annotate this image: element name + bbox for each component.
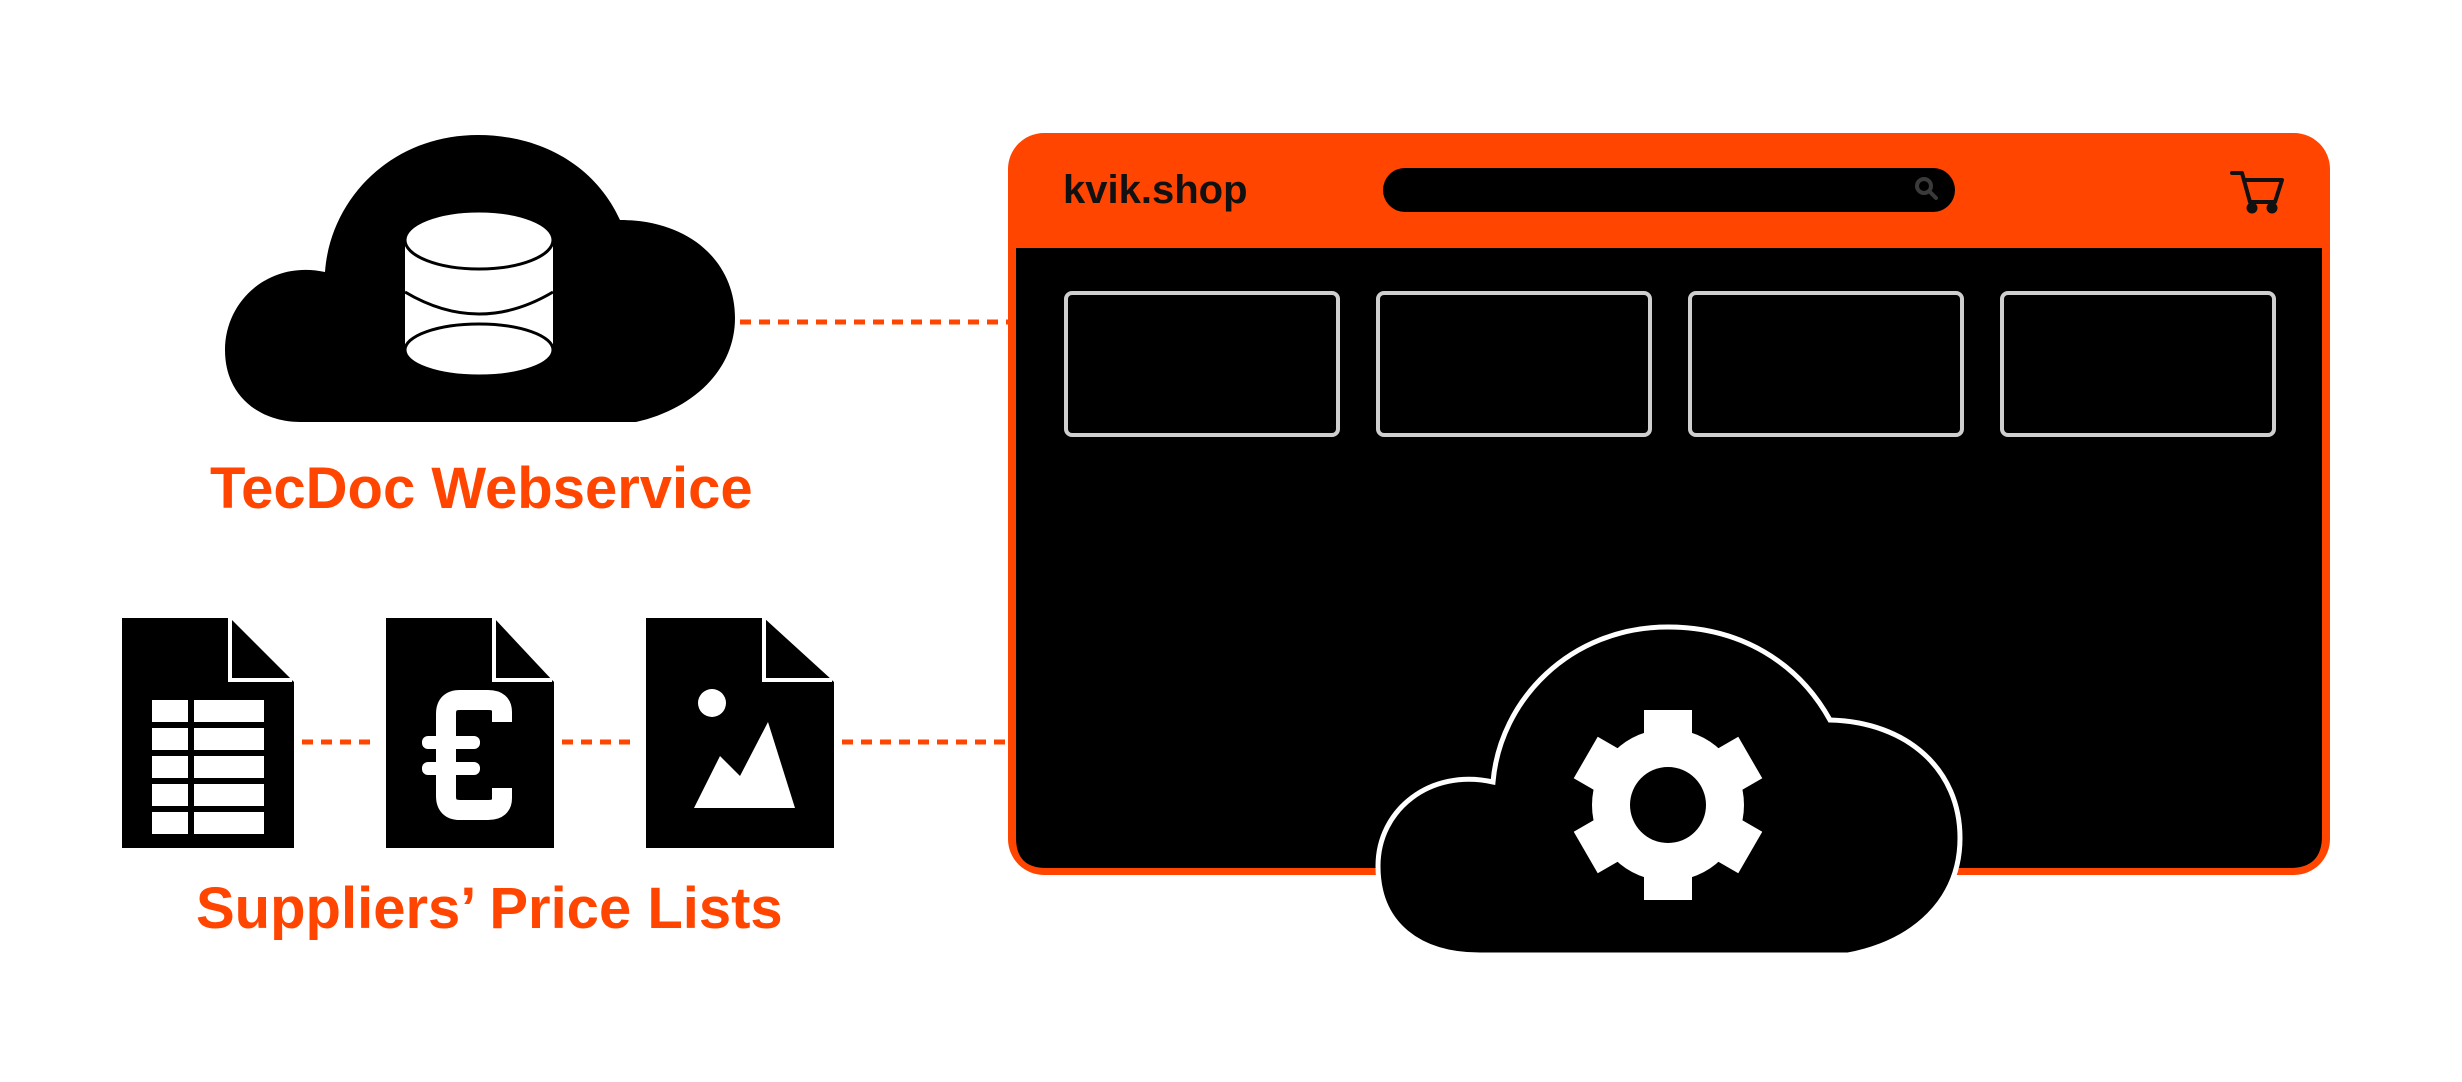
shop-logo-text[interactable]: kvik.shop <box>1063 168 1248 212</box>
product-cards <box>1064 291 2276 437</box>
image-document-icon <box>646 618 834 848</box>
product-card[interactable] <box>1064 291 1340 437</box>
search-input[interactable] <box>1383 168 1955 212</box>
suppliers-price-lists-label: Suppliers’ Price Lists <box>196 876 783 941</box>
cloud-database-icon <box>225 135 735 422</box>
database-icon <box>403 209 555 378</box>
connectors <box>302 319 1010 745</box>
product-card[interactable] <box>1688 291 1964 437</box>
cart-icon[interactable] <box>2230 171 2284 214</box>
product-card[interactable] <box>2000 291 2276 437</box>
search-icon[interactable] <box>1915 177 1938 200</box>
product-card[interactable] <box>1376 291 1652 437</box>
euro-document-icon <box>386 618 554 848</box>
shop-window <box>1008 133 2330 875</box>
spreadsheet-document-icon <box>122 618 294 848</box>
cloud-gear-icon <box>1375 624 1963 958</box>
gear-icon <box>1573 710 1763 900</box>
tecdoc-webservice-label: TecDoc Webservice <box>210 456 753 521</box>
